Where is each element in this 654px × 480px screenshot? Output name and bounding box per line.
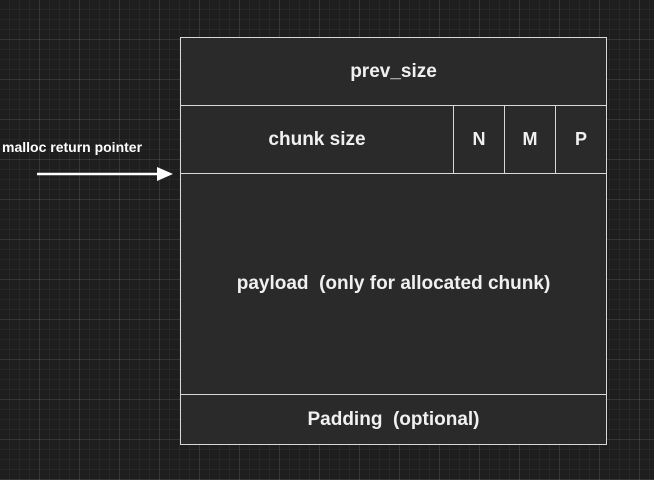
prev-size-field[interactable]: prev_size <box>180 37 607 106</box>
malloc-pointer-label: malloc return pointer <box>2 139 143 155</box>
flag-m-label: M <box>522 129 538 149</box>
chunk-size-label: chunk size <box>268 128 366 150</box>
payload-label: payload (only for allocated chunk) <box>236 273 551 294</box>
arrow-head <box>157 167 173 181</box>
flag-p-label: P <box>574 129 587 149</box>
padding-label: Padding (optional) <box>307 408 480 430</box>
flag-n-label: N <box>472 129 486 149</box>
prev-size-label: prev_size <box>350 60 437 82</box>
payload-field[interactable]: payload (only for allocated chunk) <box>180 173 607 395</box>
flag-p-field[interactable]: P <box>555 105 607 174</box>
chunk-size-field[interactable]: chunk size <box>180 105 454 174</box>
padding-field[interactable]: Padding (optional) <box>180 394 607 445</box>
